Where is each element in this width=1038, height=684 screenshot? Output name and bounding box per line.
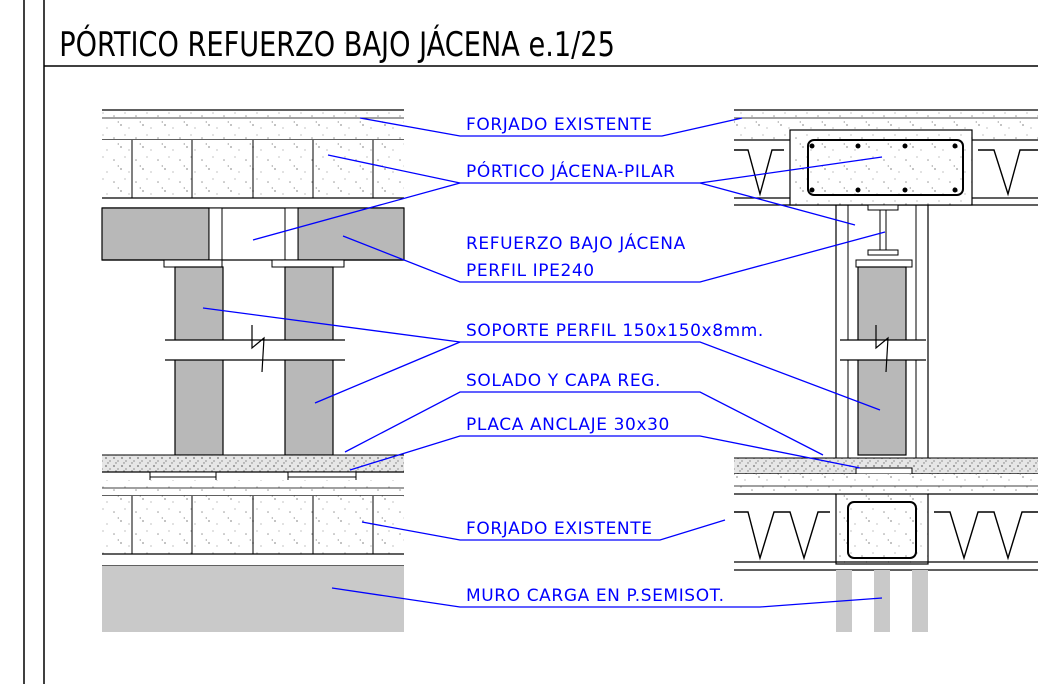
sheet-frame bbox=[23, 0, 1038, 684]
left-solado bbox=[102, 455, 404, 472]
right-top-joist-left bbox=[734, 149, 784, 197]
left-base-plate-1 bbox=[149, 471, 217, 478]
label-solado: SOLADO Y CAPA REG. bbox=[466, 371, 661, 391]
right-bottom-joist-left bbox=[734, 511, 830, 561]
right-section bbox=[734, 109, 1038, 632]
right-load-wall bbox=[836, 570, 928, 632]
left-load-wall bbox=[102, 566, 404, 632]
right-base-plate bbox=[855, 467, 913, 475]
left-base-plate-2 bbox=[287, 471, 357, 478]
left-beam-right bbox=[297, 207, 405, 261]
annotation-labels: FORJADO EXISTENTE PÓRTICO JÁCENA-PILAR R… bbox=[466, 115, 764, 606]
drawing-title: PÓRTICO REFUERZO BAJO JÁCENA e.1/25 bbox=[59, 24, 615, 65]
right-column bbox=[857, 266, 907, 456]
label-soporte: SOPORTE PERFIL 150x150x8mm. bbox=[466, 321, 764, 341]
right-top-joist-right bbox=[978, 149, 1038, 197]
label-portico-jacena-pilar: PÓRTICO JÁCENA-PILAR bbox=[466, 160, 676, 182]
right-lower-beam-cage bbox=[847, 501, 917, 559]
label-refuerzo-line1: REFUERZO BAJO JÁCENA bbox=[466, 232, 686, 254]
left-column-2 bbox=[284, 266, 334, 456]
left-beam-left bbox=[101, 207, 210, 261]
label-refuerzo-line2: PERFIL IPE240 bbox=[466, 261, 595, 281]
label-placa: PLACA ANCLAJE 30x30 bbox=[466, 415, 670, 435]
left-column-1 bbox=[174, 266, 224, 456]
annotation-leaders bbox=[202, 117, 886, 608]
right-bottom-joist-right bbox=[934, 511, 1038, 561]
label-forjado-existente-bottom: FORJADO EXISTENTE bbox=[466, 519, 653, 539]
label-forjado-existente-top: FORJADO EXISTENTE bbox=[466, 115, 653, 135]
right-solado bbox=[734, 458, 1038, 474]
left-top-slab bbox=[102, 110, 404, 140]
right-ipe240-profile bbox=[867, 204, 899, 256]
label-muro: MURO CARGA EN P.SEMISOT. bbox=[466, 586, 725, 606]
left-section bbox=[101, 109, 405, 632]
